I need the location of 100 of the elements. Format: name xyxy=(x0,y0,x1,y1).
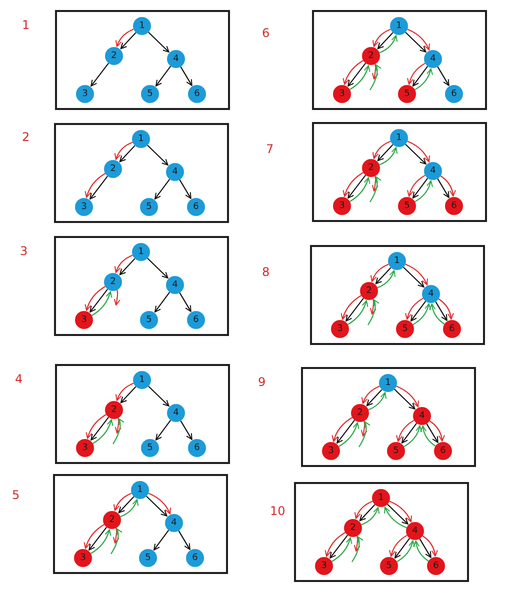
arrow xyxy=(180,66,192,86)
arrow xyxy=(154,292,170,312)
arrow xyxy=(330,534,348,559)
arrow xyxy=(155,420,172,440)
curved-arrow xyxy=(407,28,430,50)
tree-node-circle: 5 xyxy=(140,198,158,216)
tree-node-circle: 1 xyxy=(372,489,390,507)
tree-node-circle: 6 xyxy=(443,320,461,338)
arrow xyxy=(426,423,438,443)
curved-arrow xyxy=(361,507,380,526)
arrow xyxy=(148,386,170,407)
curved-arrow xyxy=(414,68,433,90)
arrow xyxy=(147,258,168,279)
tree-node-circle: 4 xyxy=(167,50,185,68)
curved-arrow xyxy=(114,254,133,273)
curved-arrow xyxy=(413,540,429,562)
curved-arrow xyxy=(360,420,368,436)
arrow xyxy=(147,144,168,166)
tree-node-circle: 1 xyxy=(133,371,151,389)
tree-node-circle: 5 xyxy=(141,439,159,457)
curved-arrow xyxy=(407,62,426,85)
curved-arrow xyxy=(420,425,436,447)
curved-arrow xyxy=(86,414,106,439)
tree-node-circle: 1 xyxy=(390,129,408,147)
arrow xyxy=(178,530,190,550)
arrow xyxy=(366,389,382,406)
tree-node-circle: 3 xyxy=(333,85,351,103)
curved-arrow xyxy=(370,64,382,90)
tree-node-circle: 4 xyxy=(166,276,184,294)
curved-arrow xyxy=(414,180,433,202)
tree-node-circle: 4 xyxy=(406,522,424,540)
step-number: 8 xyxy=(262,265,270,279)
curved-arrow xyxy=(114,142,133,160)
tree-node-circle: 6 xyxy=(187,311,205,329)
arrow xyxy=(412,178,428,198)
curved-arrow xyxy=(429,303,445,325)
curved-arrow xyxy=(407,140,430,162)
curved-arrow xyxy=(379,147,398,166)
arrow xyxy=(120,386,136,404)
tree-node-circle: 5 xyxy=(139,549,157,567)
arrow xyxy=(148,32,170,53)
curved-arrow xyxy=(340,295,362,320)
curved-arrow xyxy=(372,28,391,47)
tree-node-circle: 2 xyxy=(362,47,380,65)
step-number: 4 xyxy=(15,372,23,386)
arrow xyxy=(90,62,109,87)
arrow xyxy=(437,178,450,198)
curved-arrow xyxy=(370,176,382,202)
curved-arrow xyxy=(412,303,431,326)
curved-arrow xyxy=(84,173,106,198)
curved-arrow xyxy=(405,264,428,286)
tree-node-circle: 1 xyxy=(132,130,150,148)
curved-arrow xyxy=(332,537,352,562)
arrow xyxy=(153,530,170,550)
arrow xyxy=(90,416,109,441)
arrow xyxy=(435,301,448,321)
tree-node-circle: 4 xyxy=(167,404,185,422)
step-number: 10 xyxy=(270,504,286,518)
tree-node-circle: 1 xyxy=(390,17,408,35)
tree-node-circle: 3 xyxy=(331,320,349,338)
curved-arrow xyxy=(407,174,426,197)
arrow xyxy=(336,420,355,444)
arrow xyxy=(377,32,394,50)
arrow xyxy=(179,179,192,199)
curved-arrow xyxy=(84,286,106,311)
arrow xyxy=(119,145,136,162)
tree-node-circle: 2 xyxy=(105,401,123,419)
curved-arrow xyxy=(404,425,422,448)
curved-arrow xyxy=(368,392,386,410)
arrow xyxy=(410,300,426,322)
curved-arrow xyxy=(342,172,364,197)
tree-node-circle: 6 xyxy=(188,439,206,457)
step-number: 1 xyxy=(22,18,30,32)
tree-node-circle: 6 xyxy=(188,85,206,103)
step-number: 7 xyxy=(266,142,274,156)
arrow xyxy=(179,292,192,312)
step-number: 2 xyxy=(22,130,30,144)
curved-arrow xyxy=(354,500,373,519)
curved-arrow xyxy=(92,291,112,316)
curved-arrow xyxy=(368,299,380,326)
tree-node-circle: 2 xyxy=(105,47,123,65)
tree-node-circle: 4 xyxy=(424,162,442,180)
arrow xyxy=(437,66,450,86)
tree-node-circle: 2 xyxy=(104,160,122,178)
curved-arrow xyxy=(422,535,438,557)
curved-arrow xyxy=(350,65,370,90)
arrow xyxy=(394,538,410,558)
tree-node-circle: 3 xyxy=(315,557,333,575)
arrow xyxy=(90,176,108,200)
arrow xyxy=(154,178,170,200)
tree-node-circle: 5 xyxy=(396,320,414,338)
curved-arrow xyxy=(148,492,171,514)
curved-arrow xyxy=(120,499,138,518)
arrow xyxy=(119,258,136,276)
curved-arrow xyxy=(396,420,414,442)
tree-node-circle: 5 xyxy=(398,197,416,215)
arrow xyxy=(394,388,416,410)
arrow xyxy=(118,496,134,514)
arrow xyxy=(419,538,432,558)
arrow xyxy=(377,144,394,162)
